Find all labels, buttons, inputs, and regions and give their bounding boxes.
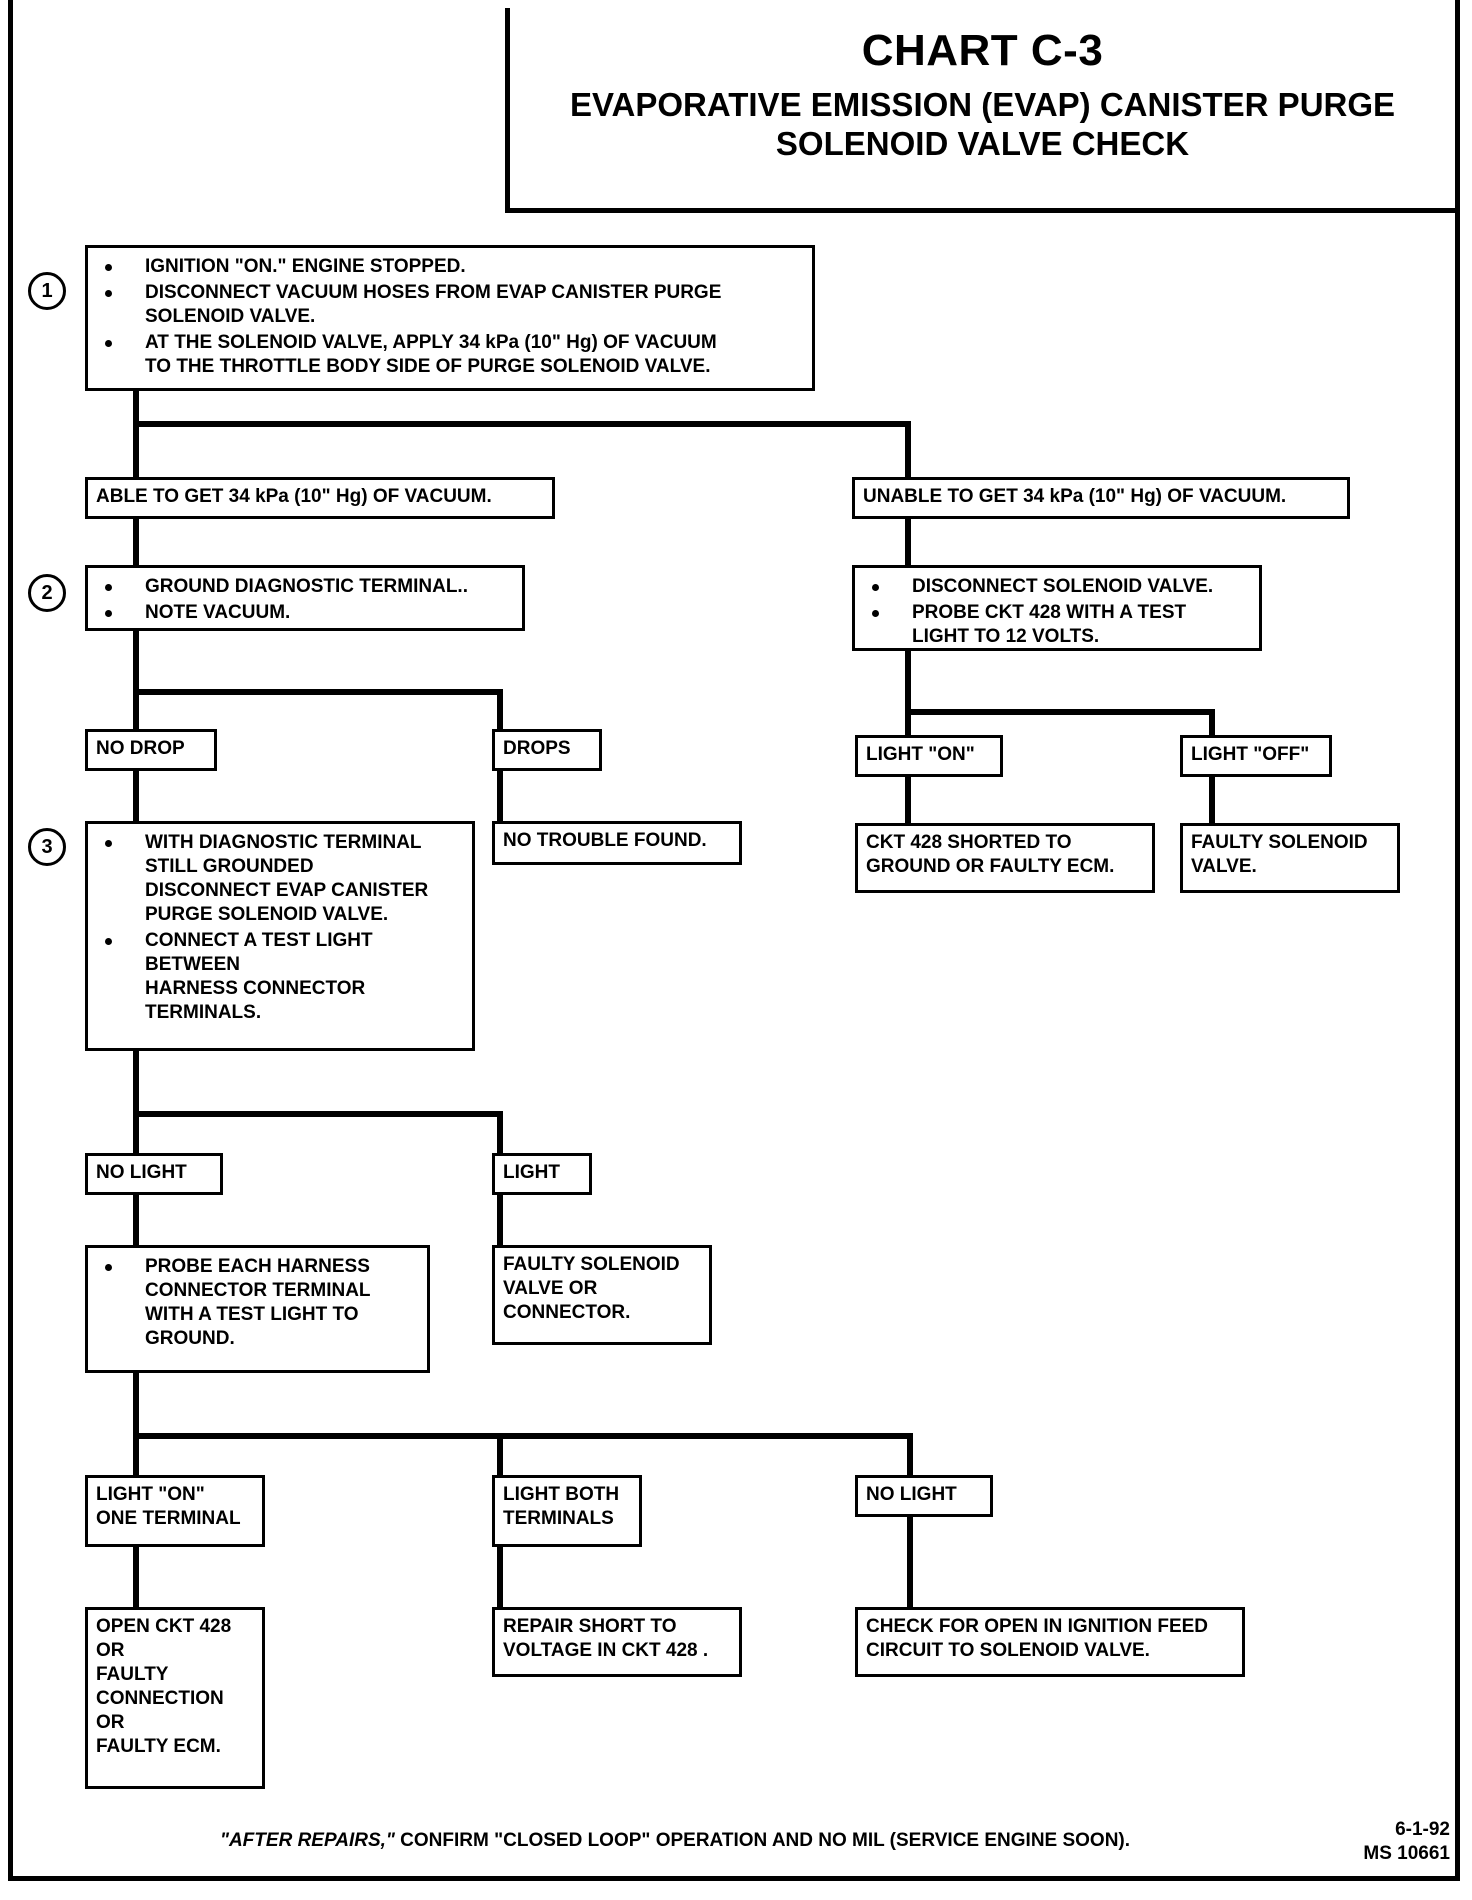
step2-left-box: GROUND DIAGNOSTIC TERMINAL.. NOTE VACUUM… [85,565,525,631]
branch-able-box: ABLE TO GET 34 kPa (10" Hg) OF VACUUM. [85,477,555,519]
step-number-3: 3 [28,828,66,866]
chart-id: CHART C-3 [861,26,1104,75]
connector-lightonone-down [133,1547,139,1607]
step-number-2: 2 [28,574,66,612]
connector-to-nodrop [133,689,139,729]
connector-probe-split [133,1433,913,1439]
page-border-right [1455,0,1460,1880]
connector-to-able [133,421,139,477]
connector-unable-down [905,519,911,565]
probe-harness-box: PROBE EACH HARNESS CONNECTOR TERMINAL WI… [85,1245,430,1373]
step1-bullet-1: IGNITION "ON." ENGINE STOPPED. [97,255,803,279]
result-faulty-solenoid-connector: FAULTY SOLENOID VALVE OR CONNECTOR. [492,1245,712,1345]
connector-lightoff-down [1209,777,1215,823]
step1-bullet-3: AT THE SOLENOID VALVE, APPLY 34 kPa (10"… [97,331,803,379]
branch-able-label: ABLE TO GET 34 kPa (10" Hg) OF VACUUM. [96,486,492,507]
label-light-on-one-terminal: LIGHT "ON" ONE TERMINAL [85,1475,265,1547]
connector-probe-down [133,1373,139,1439]
connector-to-lightoff [1209,709,1215,735]
footer-code: 6-1-92 MS 10661 [1290,1818,1450,1866]
step2-left-bullet-1: GROUND DIAGNOSTIC TERMINAL.. [97,575,513,599]
connector-step2right-down [905,651,911,715]
connector-to-no-light-3 [907,1433,913,1475]
result-no-trouble-found: NO TROUBLE FOUND. [492,821,742,865]
connector-drops-down [497,771,503,821]
connector-step2right-split [905,709,1215,715]
connector-step3-split [133,1111,503,1117]
label-no-drop: NO DROP [85,729,217,771]
result-check-open-ignition: CHECK FOR OPEN IN IGNITION FEED CIRCUIT … [855,1607,1245,1677]
connector-light-down [497,1195,503,1245]
label-no-light-third: NO LIGHT [855,1475,993,1517]
result-faulty-solenoid: FAULTY SOLENOID VALVE. [1180,823,1400,893]
step2-right-bullet-2: PROBE CKT 428 WITH A TEST LIGHT TO 12 VO… [864,601,1250,649]
connector-nodrop-down [133,771,139,821]
branch-unable-box: UNABLE TO GET 34 kPa (10" Hg) OF VACUUM. [852,477,1350,519]
step3-box: WITH DIAGNOSTIC TERMINAL STILL GROUNDED … [85,821,475,1051]
connector-step2left-split [133,689,503,695]
connector-to-nolight [133,1111,139,1153]
title-block: CHART C-3 EVAPORATIVE EMISSION (EVAP) CA… [505,8,1455,213]
label-light-both-terminals: LIGHT BOTH TERMINALS [492,1475,642,1547]
label-light: LIGHT [492,1153,592,1195]
footer-note: "AFTER REPAIRS," CONFIRM "CLOSED LOOP" O… [175,1830,1175,1852]
connector-step2left-down [133,631,139,695]
connector-to-lighton [905,709,911,735]
connector-lightboth-down [497,1547,503,1607]
step1-box: IGNITION "ON." ENGINE STOPPED. DISCONNEC… [85,245,815,391]
probe-harness-bullet-1: PROBE EACH HARNESS CONNECTOR TERMINAL WI… [97,1255,418,1351]
step3-bullet-1: WITH DIAGNOSTIC TERMINAL STILL GROUNDED … [97,831,463,927]
step3-bullet-2: CONNECT A TEST LIGHT BETWEEN HARNESS CON… [97,929,463,1025]
connector-split-main [133,421,911,427]
footer-note-rest: CONFIRM "CLOSED LOOP" OPERATION AND NO M… [394,1830,1131,1851]
connector-able-down [133,519,139,565]
page-border-left [8,0,13,1880]
chart-title-line2: SOLENOID VALVE CHECK [775,125,1190,163]
result-repair-short: REPAIR SHORT TO VOLTAGE IN CKT 428 . [492,1607,742,1677]
footer-date: 6-1-92 [1395,1819,1450,1840]
label-light-on: LIGHT "ON" [855,735,1003,777]
label-drops: DROPS [492,729,602,771]
connector-to-light-both [497,1433,503,1475]
step2-right-bullet-1: DISCONNECT SOLENOID VALVE. [864,575,1250,599]
connector-nolight3-down [907,1517,913,1607]
connector-step3-down [133,1051,139,1117]
label-no-light: NO LIGHT [85,1153,223,1195]
result-ckt-shorted: CKT 428 SHORTED TO GROUND OR FAULTY ECM. [855,823,1155,893]
step1-bullet-2: DISCONNECT VACUUM HOSES FROM EVAP CANIST… [97,281,803,329]
branch-unable-label: UNABLE TO GET 34 kPa (10" Hg) OF VACUUM. [863,486,1287,507]
connector-step1-down [133,391,139,427]
footer-doc-code: MS 10661 [1363,1842,1450,1864]
step-number-1: 1 [28,272,66,310]
footer-note-emphasis: "AFTER REPAIRS," [219,1830,395,1851]
connector-to-light [497,1111,503,1153]
connector-to-drops [497,689,503,729]
result-open-ckt-428: OPEN CKT 428 OR FAULTY CONNECTION OR FAU… [85,1607,265,1789]
connector-nolight-down [133,1195,139,1245]
chart-title-line1: EVAPORATIVE EMISSION (EVAP) CANISTER PUR… [569,86,1396,124]
page-border-bottom [8,1876,1460,1881]
connector-lighton-down [905,777,911,823]
step2-right-box: DISCONNECT SOLENOID VALVE. PROBE CKT 428… [852,565,1262,651]
connector-to-unable [905,421,911,477]
label-light-off: LIGHT "OFF" [1180,735,1332,777]
step2-left-bullet-2: NOTE VACUUM. [97,601,513,625]
connector-to-light-on-one [133,1433,139,1475]
